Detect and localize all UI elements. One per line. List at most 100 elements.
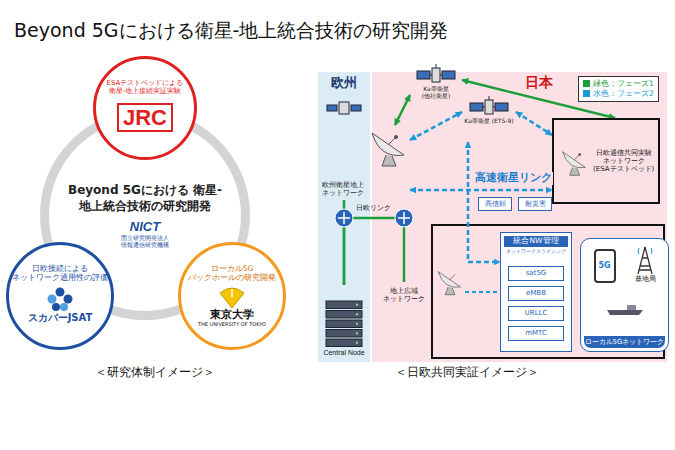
legend-swatch bbox=[583, 80, 590, 87]
org-circle: ローカル5G バックホールの研究開発東京大学THE UNIVERSITY OF … bbox=[178, 242, 286, 350]
node-part: 5G bbox=[594, 249, 616, 283]
legend-text: 水色：フェーズ2 bbox=[593, 89, 654, 99]
node-text: 高信頼 bbox=[485, 200, 506, 208]
dish-antenna bbox=[558, 146, 590, 176]
node-text: JRC bbox=[117, 103, 173, 132]
ship-icon bbox=[605, 304, 645, 316]
server-unit bbox=[326, 310, 362, 318]
server-unit bbox=[326, 339, 362, 347]
tower-waves bbox=[638, 248, 652, 254]
edge-label: 日欧リンク bbox=[356, 204, 391, 212]
node-text: 日本 bbox=[525, 74, 553, 90]
link-connector bbox=[410, 112, 462, 140]
jsat-logo bbox=[45, 286, 75, 312]
dish-bowl bbox=[438, 272, 460, 288]
solar-panel bbox=[351, 105, 361, 111]
base-station-icon bbox=[635, 245, 655, 275]
node-text: 欧州衛星地上 ネットワーク bbox=[322, 181, 370, 197]
europe-satellite bbox=[327, 102, 361, 114]
node-text: Ka帯衛星 (ETS-9) bbox=[464, 118, 513, 125]
node-text: mMTC bbox=[525, 329, 547, 337]
diagram-title: Beyond 5Gにおける衛星-地上統合技術の研究開発 bbox=[14, 20, 448, 42]
node-text: sat5G bbox=[526, 269, 547, 277]
edge-label: 高速衛星リンク bbox=[474, 172, 553, 185]
node-text: 基地局 bbox=[635, 275, 656, 283]
org-circle: ESAテストベッドによる 衛星-地上接続実証実験 JRC bbox=[93, 56, 197, 160]
link-connector bbox=[395, 95, 410, 125]
node-box: Central Node bbox=[320, 285, 368, 359]
server-led bbox=[356, 304, 358, 306]
logo-dot bbox=[60, 303, 68, 311]
node-box: Ka帯衛星 (他社衛星) bbox=[410, 64, 462, 108]
node-text: Ka帯衛星 (他社衛星) bbox=[411, 86, 461, 100]
logo-dot bbox=[64, 295, 73, 304]
dish-stand bbox=[570, 167, 580, 175]
node-text: 耐災害 bbox=[525, 200, 546, 208]
router-arrows bbox=[338, 212, 350, 224]
ginkgo-slit bbox=[231, 289, 233, 297]
org-circle: 日欧接続による ネットワーク通用性の評価スカパーJSAT bbox=[6, 242, 114, 350]
node-text: ESAテストベッドによる 衛星-地上接続実証実験 bbox=[103, 79, 187, 95]
node-box: 日欧通信共同実験 ネットワーク (ESAテストベッド) bbox=[552, 118, 660, 204]
node-box: 5G 基地局ローカル5Gネットワーク bbox=[580, 238, 669, 352]
node-box: 地上広域 ネットワーク bbox=[378, 282, 430, 308]
server-unit bbox=[326, 320, 362, 328]
link-connector bbox=[516, 112, 552, 135]
ginkgo-leaf bbox=[220, 288, 244, 308]
node-box: Ka帯衛星 (ETS-9) bbox=[462, 96, 516, 142]
server-unit bbox=[326, 301, 362, 309]
legend-row: 緑色：フェーズ1 bbox=[583, 79, 654, 89]
server-rack-icon bbox=[324, 299, 364, 349]
server-led bbox=[356, 323, 358, 325]
solar-panel bbox=[470, 103, 483, 111]
server-led bbox=[356, 313, 358, 315]
solar-panel bbox=[442, 71, 455, 79]
router-icon bbox=[395, 209, 413, 227]
dish-stand bbox=[445, 287, 455, 295]
legend-swatch bbox=[583, 90, 590, 97]
dish-stand bbox=[382, 155, 396, 166]
logo-dot bbox=[48, 295, 57, 304]
satellite-body bbox=[432, 68, 440, 82]
node-box: 欧州衛星地上 ネットワーク bbox=[322, 125, 410, 200]
server-led bbox=[356, 332, 358, 334]
node-text: 東京大学 bbox=[210, 309, 254, 322]
solar-panel bbox=[417, 71, 430, 79]
solar-panel bbox=[495, 103, 508, 111]
node-text: ネットワークスライシング bbox=[506, 249, 566, 255]
link-connector bbox=[344, 218, 404, 285]
node-text: eMBB bbox=[526, 289, 546, 297]
legend-box: 緑色：フェーズ1水色：フェーズ2 bbox=[578, 76, 659, 102]
legend-text: 緑色：フェーズ1 bbox=[593, 79, 654, 89]
node-box: 耐災害 bbox=[518, 197, 552, 211]
satellite-antenna bbox=[436, 64, 437, 68]
node-text: URLLC bbox=[525, 309, 548, 317]
node-box: 欧州 Central Node bbox=[318, 72, 370, 362]
caption-label: ＜日欧共同実証イメージ＞ bbox=[395, 366, 539, 380]
ship-hull bbox=[607, 310, 643, 315]
router-icon bbox=[335, 209, 353, 227]
node-text: 欧州 bbox=[331, 76, 357, 91]
legend-row: 水色：フェーズ2 bbox=[583, 89, 654, 99]
server-unit bbox=[326, 329, 362, 337]
node-text: ローカル5Gネットワーク bbox=[584, 336, 665, 348]
dish-antenna bbox=[366, 125, 410, 167]
server-led bbox=[356, 342, 358, 344]
node-text: NICT bbox=[130, 220, 160, 235]
node-box: mMTC bbox=[508, 326, 564, 341]
node-text: ローカル5G バックホールの研究開発 bbox=[188, 265, 276, 282]
node-text: 日欧接続による ネットワーク通用性の評価 bbox=[11, 265, 109, 282]
tower-frame bbox=[638, 247, 652, 274]
solar-panel bbox=[327, 105, 337, 111]
node-text: Beyond 5Gにおける 衛星-地上統合技術の研究開発 bbox=[55, 183, 235, 214]
satellite-body bbox=[339, 102, 349, 114]
local-link-line bbox=[465, 291, 498, 293]
router-arrows bbox=[398, 212, 410, 224]
node-box: 日本 Ka帯衛星 (他社衛星) Ka帯衛星 (ETS-9) 地上広域 ネットワーク 日欧… bbox=[372, 72, 667, 362]
logo-dot bbox=[52, 303, 60, 311]
node-box: eMBB bbox=[508, 286, 564, 301]
satellite-body bbox=[485, 100, 493, 114]
node-text: スカパーJSAT bbox=[28, 312, 93, 324]
node-text: 国立研究開発法人 情報通信研究機構 bbox=[109, 235, 181, 249]
